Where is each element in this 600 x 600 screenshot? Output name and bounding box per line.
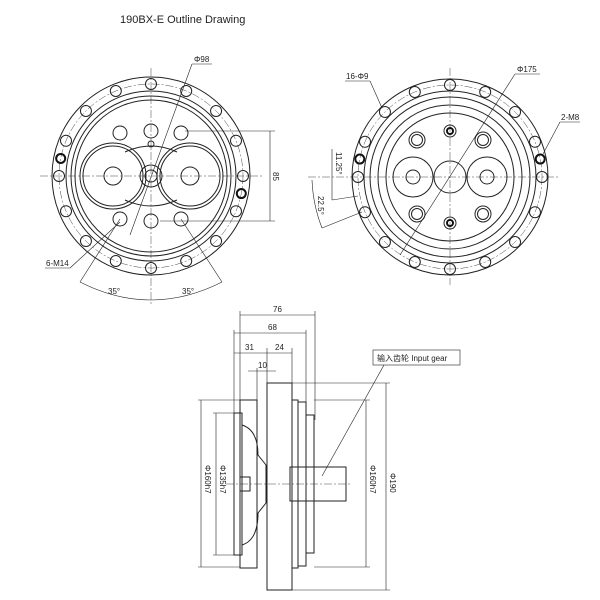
- bolt-hole: [60, 134, 73, 147]
- bolt-hole: [408, 255, 421, 268]
- bolt-hole: [378, 236, 391, 249]
- side-view: 76 68 31 24 10 输入齿轮 Input gear Φ160h7 Φ1…: [198, 305, 461, 591]
- holes-16-label: 16-Φ9: [346, 72, 369, 81]
- bolt-hole: [229, 134, 242, 147]
- bolt-hole: [237, 170, 249, 182]
- outer-flange-circle: [51, 76, 251, 276]
- input-gear-shaft: [289, 466, 347, 502]
- bolt-hole: [53, 170, 65, 182]
- bolt-seat: [408, 205, 426, 223]
- angle-left-label: 35°: [108, 287, 120, 296]
- bolt-hole: [408, 86, 421, 99]
- bolt-hole: [145, 262, 157, 274]
- bolt-hole: [145, 78, 157, 90]
- bolt-hole: [378, 105, 391, 118]
- bolt-hole: [109, 254, 122, 267]
- tapped-hole: [55, 152, 67, 164]
- dia-190: Φ190: [388, 473, 397, 493]
- bolt-hole: [210, 104, 223, 117]
- tapped-hole: [235, 188, 247, 200]
- tapped-m8-label: 2-M8: [561, 113, 580, 122]
- dia-160-left: Φ160h7: [203, 465, 212, 494]
- dia-175-label: Φ175: [517, 65, 537, 74]
- dia-160-right: Φ160h7: [368, 465, 377, 494]
- bolt-hole: [479, 255, 492, 268]
- bolt-hole: [60, 205, 73, 218]
- bolt-hole: [509, 236, 522, 249]
- bolt-hole: [180, 85, 193, 98]
- drawing-title: 190BX-E Outline Drawing: [120, 14, 245, 26]
- bolt-hole: [79, 235, 92, 248]
- dim-68: 68: [268, 323, 277, 332]
- pin-hole: [443, 124, 457, 138]
- rear-view: 16-Φ9 Φ175 2-M8 11.25° 22.5°: [308, 65, 580, 285]
- m14-hole: [112, 125, 128, 141]
- bolt-hole: [79, 104, 92, 117]
- tapped-holes-label: 6-M14: [46, 259, 69, 268]
- dia-135: Φ135h7: [218, 465, 227, 494]
- bolt-hole: [444, 79, 456, 91]
- front-view: 85 Φ98 6-M14 35° 35°: [40, 55, 280, 305]
- m14-hole: [112, 211, 128, 227]
- bolt-hole: [536, 171, 548, 183]
- bolt-hole: [509, 105, 522, 118]
- center-boss: [139, 164, 163, 188]
- m14-hole: [143, 123, 159, 139]
- tapped-hole: [354, 153, 366, 165]
- bolt-seat: [474, 205, 492, 223]
- bolt-hole: [229, 205, 242, 218]
- dim-10: 10: [258, 361, 267, 370]
- dim-85: 85: [271, 172, 280, 181]
- dim-76: 76: [273, 305, 282, 314]
- m14-hole: [173, 211, 189, 227]
- bolt-hole: [210, 235, 223, 248]
- dia-98-label: Φ98: [194, 55, 210, 64]
- angle-22-5-label: 22.5°: [316, 196, 325, 215]
- input-gear-label: 输入齿轮 Input gear: [377, 353, 448, 363]
- m14-hole: [143, 213, 159, 229]
- housing: [266, 382, 293, 591]
- m14-hole: [173, 125, 189, 141]
- angle-right-label: 35°: [182, 287, 194, 296]
- bolt-seat: [408, 131, 426, 149]
- center-bore: [433, 160, 467, 194]
- bolt-hole: [109, 85, 122, 98]
- angle-11-25-label: 11.25°: [334, 152, 343, 175]
- dim-24: 24: [275, 343, 284, 352]
- pin-hole: [443, 216, 457, 230]
- bolt-hole: [359, 135, 372, 148]
- bolt-hole: [359, 206, 372, 219]
- bolt-hole: [528, 206, 541, 219]
- bolt-hole: [444, 263, 456, 275]
- crank-bore-left: [79, 142, 147, 210]
- dim-31: 31: [245, 343, 254, 352]
- bolt-seat: [474, 131, 492, 149]
- bolt-hole: [180, 254, 193, 267]
- bolt-hole: [528, 135, 541, 148]
- bolt-hole: [352, 171, 364, 183]
- tapped-hole: [534, 153, 546, 165]
- bolt-hole: [479, 86, 492, 99]
